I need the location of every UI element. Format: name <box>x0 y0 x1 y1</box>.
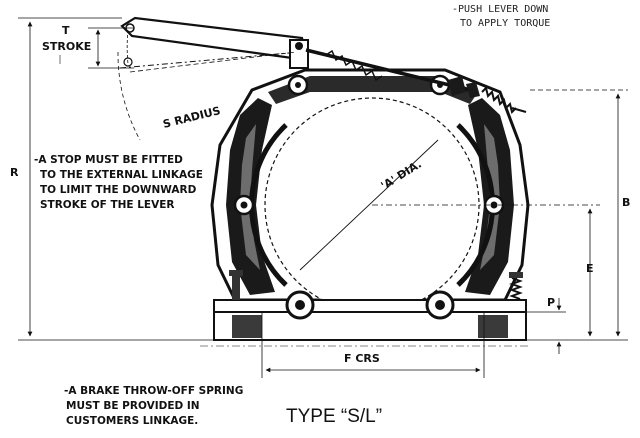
lower-left-pin <box>295 300 305 310</box>
a-dia-leader <box>299 139 439 271</box>
top-note-line1: -PUSH LEVER DOWN <box>452 4 548 15</box>
label-p: P <box>547 296 555 309</box>
label-stroke: STROKE <box>42 40 91 53</box>
stop-note-line3: TO LIMIT THE DOWNWARD <box>40 184 197 196</box>
base-foot <box>213 311 527 341</box>
lever-assembly <box>119 16 527 114</box>
rod-end-nuts <box>448 76 480 98</box>
upper-left-pivot-core <box>295 82 301 88</box>
right-adjuster-bolt <box>509 272 523 278</box>
spring-note-line2: MUST BE PROVIDED IN <box>66 400 200 412</box>
top-crown <box>268 76 478 104</box>
spring-note-line3: CUSTOMERS LINKAGE. <box>66 415 198 427</box>
label-r: R <box>10 166 19 179</box>
rod-threaded-end <box>481 86 517 114</box>
spring-note-line1: -A BRAKE THROW-OFF SPRING <box>64 385 243 397</box>
s-radius-arc <box>117 51 141 141</box>
lever-pivot-block <box>289 39 309 69</box>
brake-body <box>210 68 530 341</box>
lower-right-pin <box>435 300 445 310</box>
label-t: T <box>62 24 70 37</box>
label-e: E <box>586 262 594 275</box>
pull-rod-spring <box>325 49 383 82</box>
right-adjuster-spring <box>509 277 523 300</box>
lever-pivot-pin <box>295 42 303 50</box>
left-adjuster-bolt <box>229 270 243 300</box>
base-foot-shading <box>232 315 508 338</box>
lever-phantom-position <box>119 51 301 69</box>
base-plate <box>213 299 527 313</box>
label-b: B <box>622 196 630 209</box>
operating-lever <box>120 16 308 60</box>
dimension-lines <box>18 17 628 378</box>
stop-note-line2: TO THE EXTERNAL LINKAGE <box>40 169 203 181</box>
top-note-line2: TO APPLY TORQUE <box>460 18 550 29</box>
left-side-pin-core <box>240 201 248 209</box>
annotations: -PUSH LEVER DOWN TO APPLY TORQUE T STROK… <box>10 4 630 427</box>
stop-note-line4: STROKE OF THE LEVER <box>40 199 174 211</box>
stop-note-line1: -A STOP MUST BE FITTED <box>34 154 183 166</box>
stroke-arc <box>126 29 129 65</box>
label-s-radius: S RADIUS <box>162 104 222 131</box>
type-caption: TYPE “S/L” <box>286 406 382 427</box>
s-radius-leader <box>129 51 297 73</box>
label-f-crs: F CRS <box>344 352 380 365</box>
rod-tip <box>511 107 527 113</box>
